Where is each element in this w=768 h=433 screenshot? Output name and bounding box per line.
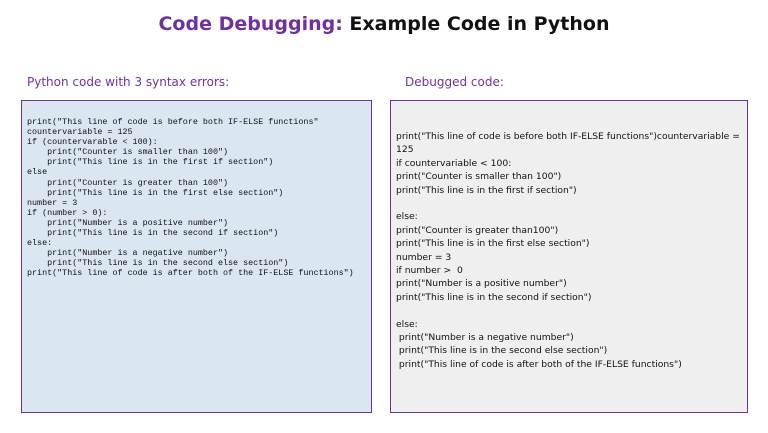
page-title: Code Debugging: Example Code in Python [0, 11, 768, 37]
page-title-rest: Example Code in Python [342, 13, 610, 35]
code-line: print("Number is a positive number") [27, 217, 229, 228]
code-line: print("This line of code is before both … [27, 117, 319, 127]
debugged-line: if number > 0 [396, 265, 463, 277]
code-line: print("This line is in the first if sect… [27, 157, 274, 168]
code-line: print("This line is in the first else se… [27, 187, 284, 198]
debugged-line: print("Number is a positive number") [396, 278, 567, 290]
code-line: if (countervarable < 100): [27, 137, 158, 148]
code-line: else [27, 167, 48, 178]
debugged-line [396, 304, 741, 317]
original-code-panel: print("This line of code is before both … [21, 100, 372, 413]
code-line: print("Number is a negative number") [27, 248, 229, 259]
original-code-heading: Python code with 3 syntax errors: [27, 75, 230, 89]
code-line: print("Counter is greater than 100") [27, 177, 229, 188]
page-title-accent: Code Debugging: [158, 13, 343, 35]
debugged-line: if countervariable < 100: [396, 157, 512, 169]
debugged-line: else: [396, 318, 418, 330]
code-line: print("This line of code is after both o… [27, 268, 354, 279]
debugged-line: print("Number is a negative number") [396, 332, 574, 344]
debugged-line: number = 3 [396, 251, 452, 263]
debugged-line: print("Counter is smaller than 100") [396, 171, 562, 183]
code-line: print("This line is in the second else s… [27, 258, 289, 269]
code-line: else: [27, 238, 53, 249]
code-line: print("Counter is smaller than 100") [27, 147, 229, 158]
debugged-line: print("This line is in the second if sec… [396, 291, 592, 303]
debugged-line: print("This line of code is after both o… [396, 358, 682, 370]
debugged-line: print("This line is in the first else se… [396, 238, 590, 250]
debugged-line: print("Counter is greater than100") [396, 224, 559, 236]
debugged-line [396, 197, 741, 210]
code-line: if (number > 0): [27, 207, 108, 218]
debugged-line: print("This line of code is before both … [396, 131, 743, 156]
debugged-line: else: [396, 211, 418, 223]
debugged-code-panel: print("This line of code is before both … [390, 100, 748, 413]
debugged-line: print("This line is in the second else s… [396, 345, 608, 357]
code-line: countervariable = 125 [27, 127, 133, 138]
debugged-code-heading: Debugged code: [405, 75, 504, 89]
debugged-line: print("This line is in the first if sect… [396, 184, 577, 196]
code-line: print("This line is in the second if sec… [27, 228, 279, 239]
code-line: number = 3 [27, 197, 78, 208]
